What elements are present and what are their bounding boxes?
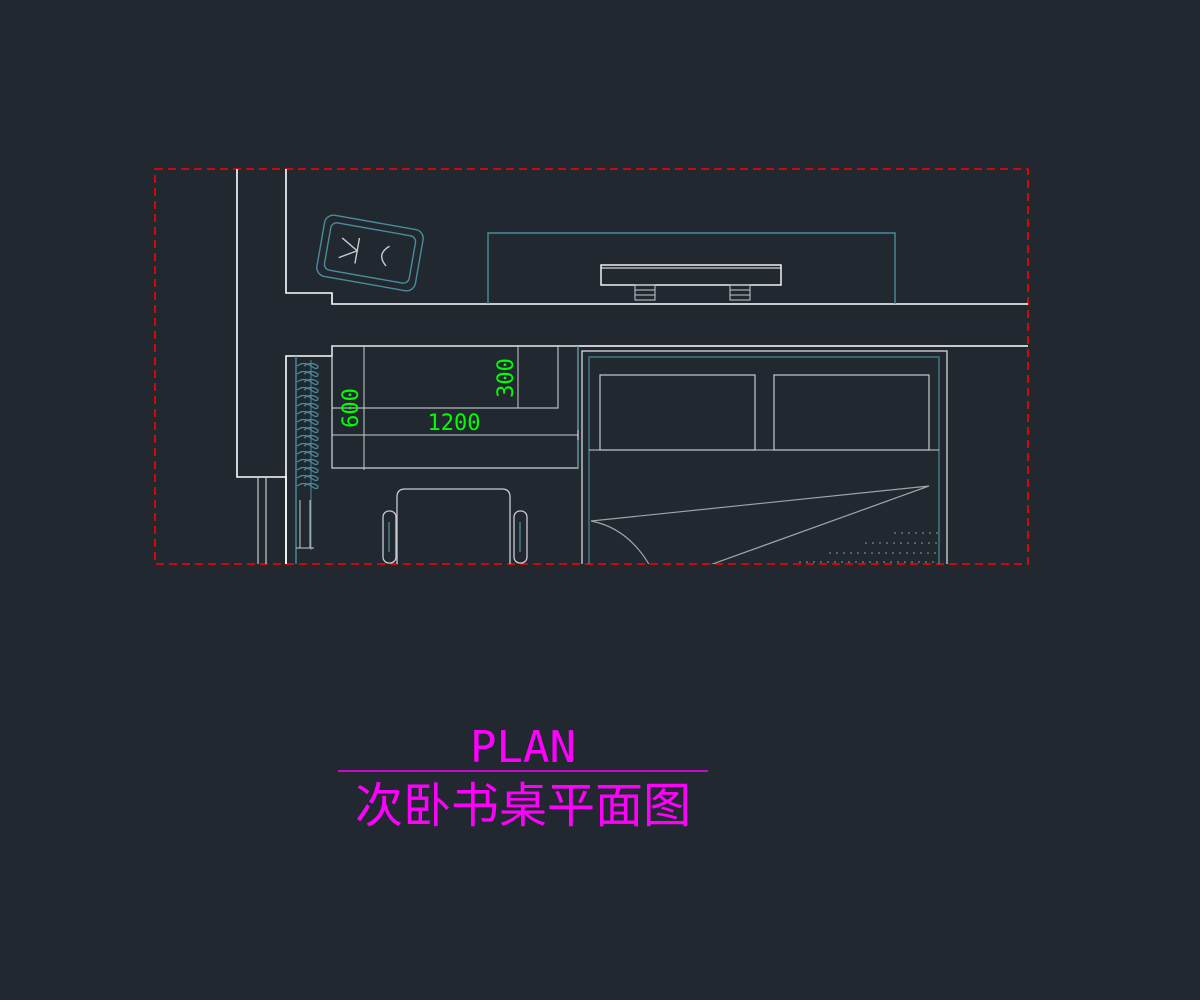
bed-stipple-dot [921, 542, 923, 544]
hanger-mark [296, 386, 319, 394]
bed-stipple-dot [918, 561, 920, 563]
bed-stipple-dot [862, 561, 864, 563]
hanger-mark [296, 370, 319, 378]
bed-stipple-dot [871, 552, 873, 554]
viewport-border [154, 168, 1029, 565]
bed-stipple-dot [935, 542, 937, 544]
bed-stipple-dot [843, 552, 845, 554]
hanger-mark [296, 466, 319, 474]
bed-stipple-dot [878, 552, 880, 554]
bed-stipple-dot [806, 561, 808, 563]
hanger-mark [296, 418, 319, 426]
bed-stipple-dot [855, 561, 857, 563]
bed-stipple-dot [865, 542, 867, 544]
bed-stipple-dot [908, 532, 910, 534]
title-chinese: 次卧书桌平面图 [355, 778, 691, 834]
bed-stipple-dot [829, 552, 831, 554]
hanger-mark [296, 442, 319, 450]
bed [581, 350, 948, 564]
wardrobe [295, 356, 319, 564]
bed-stipple-dot [904, 561, 906, 563]
bed-stipple-dot [899, 552, 901, 554]
bed-stipple-dot [813, 561, 815, 563]
bed-stipple-dot [932, 561, 934, 563]
bed-stipple-dot [827, 561, 829, 563]
bed-stipple-dot [799, 561, 801, 563]
bed-stipple-dot [929, 532, 931, 534]
hanger-mark [296, 450, 319, 458]
bed-stipple-dot [927, 552, 929, 554]
hanger-mark [296, 394, 319, 402]
bed-stipple-dot [928, 542, 930, 544]
title-english: PLAN [470, 722, 576, 773]
hanger-mark [296, 474, 319, 482]
bed-stipple-dot [906, 552, 908, 554]
bed-stipple-dot [864, 552, 866, 554]
bed-stipple-dot [913, 552, 915, 554]
bed-stipple-dot [897, 561, 899, 563]
bed-stipple-dot [850, 552, 852, 554]
bed-stipple-dot [907, 542, 909, 544]
bed-stipple-dot [841, 561, 843, 563]
dimensions: 600 300 1200 [331, 345, 579, 470]
bed-stipple-dot [914, 542, 916, 544]
bed-stipple-dot [925, 561, 927, 563]
bed-stipple-dot [879, 542, 881, 544]
bed-stipple-dot [820, 561, 822, 563]
plan-content [236, 169, 1028, 564]
bed-stipple-dot [900, 542, 902, 544]
upper-room-wall [285, 169, 1028, 305]
bed-stipple-dot [901, 532, 903, 534]
door-jamb [257, 477, 267, 564]
desk-chair [382, 488, 528, 564]
bed-stipple-dot [893, 542, 895, 544]
bed-stipple-dot [890, 561, 892, 563]
bed-stipple-dot [934, 552, 936, 554]
hanger-mark [296, 458, 319, 466]
bed-stipple-dot [869, 561, 871, 563]
bed-stipple-dot [885, 552, 887, 554]
left-wall-outer [236, 169, 287, 564]
hanger-mark [296, 410, 319, 418]
bed-stipple-dot [872, 542, 874, 544]
bed-stipple-dot [920, 552, 922, 554]
walls [236, 169, 1028, 564]
bed-stipple-dot [915, 532, 917, 534]
bed-stipple-dot [857, 552, 859, 554]
hanger-mark [296, 434, 319, 442]
hanger-mark [296, 482, 319, 490]
hanger-mark [296, 362, 319, 370]
bed-stipple-dot [836, 552, 838, 554]
bed-stipple-dot [894, 532, 896, 534]
bed-stipple-dot [892, 552, 894, 554]
bed-stipple-dot [936, 532, 938, 534]
title-block: PLAN 次卧书桌平面图 [338, 722, 708, 834]
hanger-mark [296, 378, 319, 386]
bed-stipple-dot [886, 542, 888, 544]
desk [331, 345, 579, 469]
bed-stipple-dot [922, 532, 924, 534]
hanger-mark [296, 426, 319, 434]
dim-300-label: 300 [494, 358, 519, 398]
upper-cabinet [487, 232, 896, 304]
dim-1200-label: 1200 [428, 411, 481, 436]
hanger-mark [296, 402, 319, 410]
bed-stipple-dot [848, 561, 850, 563]
bed-stipple-dot [876, 561, 878, 563]
dim-600-label: 600 [339, 388, 364, 428]
bed-stipple-dot [834, 561, 836, 563]
basin-fixture [316, 214, 424, 292]
bed-stipple-dot [911, 561, 913, 563]
bed-stipple-dot [883, 561, 885, 563]
